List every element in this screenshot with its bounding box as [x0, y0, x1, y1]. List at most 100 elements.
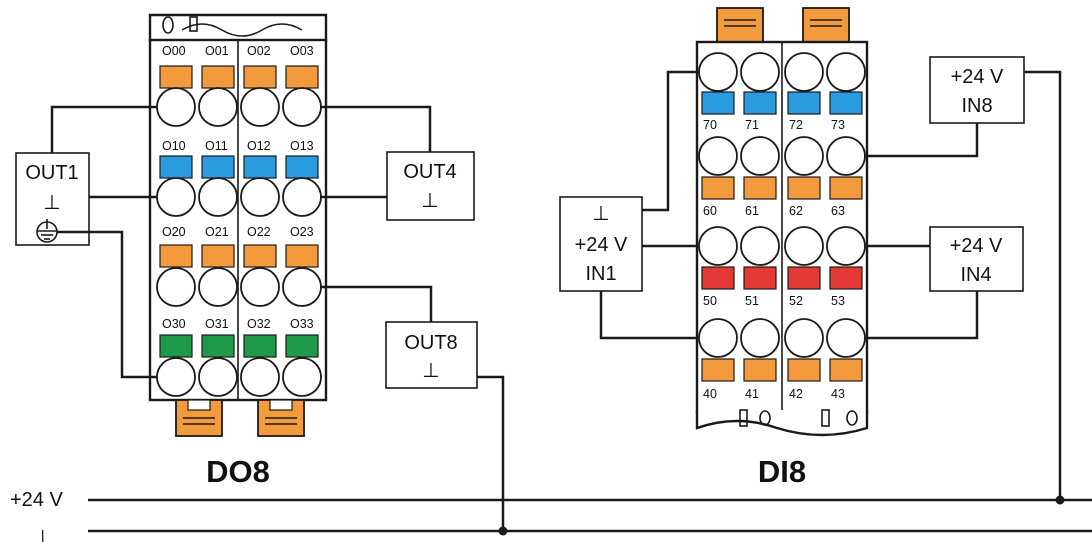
di8-terminal-60[interactable]	[698, 136, 738, 176]
do8-terminal-o12[interactable]	[240, 177, 280, 217]
do8-lever-o02[interactable]	[243, 65, 277, 89]
do8-lever-o00[interactable]	[159, 65, 193, 89]
di8-lever-62[interactable]	[787, 176, 821, 200]
di8-terminal-62[interactable]	[784, 136, 824, 176]
di8-terminal-70[interactable]	[698, 52, 738, 92]
di8-label-42: 42	[789, 387, 803, 401]
do8-lever-o13[interactable]	[285, 155, 319, 179]
di8-latch-right	[802, 7, 850, 43]
di8-terminal-42[interactable]	[784, 318, 824, 358]
do8-terminal-o01[interactable]	[198, 87, 238, 127]
di8-label-71: 71	[745, 118, 759, 132]
do8-terminal-o11[interactable]	[198, 177, 238, 217]
do8-terminal-o20[interactable]	[156, 267, 196, 307]
do8-terminal-o30[interactable]	[156, 357, 196, 397]
di8-module: 70 71 72 73 60 61 62 63 50 51 52 53	[695, 7, 869, 489]
do8-terminal-o32[interactable]	[240, 357, 280, 397]
in8-label: IN8	[961, 95, 992, 117]
di8-lever-40[interactable]	[701, 358, 735, 382]
di8-terminal-71[interactable]	[740, 52, 780, 92]
di8-lever-42[interactable]	[787, 358, 821, 382]
out8-ground-symbol: ⊥	[422, 360, 439, 382]
wire-43-in4	[865, 291, 979, 340]
di8-lever-61[interactable]	[743, 176, 777, 200]
do8-lever-o11[interactable]	[201, 155, 235, 179]
do8-lever-o33[interactable]	[285, 334, 319, 358]
in4-label: IN4	[960, 264, 991, 286]
power-rails: +24 V ⊥	[10, 489, 1092, 542]
do8-terminal-o03[interactable]	[282, 87, 322, 127]
di8-lever-52[interactable]	[787, 266, 821, 290]
in4-supply-label: +24 V	[950, 235, 1003, 257]
ground-rail-label: ⊥	[34, 527, 51, 542]
do8-terminal-o22[interactable]	[240, 267, 280, 307]
di8-label-53: 53	[831, 294, 845, 308]
di8-terminal-61[interactable]	[740, 136, 780, 176]
di8-lever-73[interactable]	[829, 91, 863, 115]
do8-module-name: DO8	[206, 454, 270, 489]
do8-lever-o03[interactable]	[285, 65, 319, 89]
di8-lever-43[interactable]	[829, 358, 863, 382]
do8-terminal-o33[interactable]	[282, 357, 322, 397]
di8-lever-53[interactable]	[829, 266, 863, 290]
in1-ground-symbol: ⊥	[592, 203, 609, 225]
di8-terminal-72[interactable]	[784, 52, 824, 92]
di8-lever-72[interactable]	[787, 91, 821, 115]
do8-label-o32: O32	[247, 317, 271, 331]
do8-label-o20: O20	[162, 225, 186, 239]
di8-module-name: DI8	[758, 454, 806, 489]
di8-terminal-41[interactable]	[740, 318, 780, 358]
do8-terminal-o13[interactable]	[282, 177, 322, 217]
do8-lever-o10[interactable]	[159, 155, 193, 179]
di8-terminal-51[interactable]	[740, 226, 780, 266]
do8-lever-o22[interactable]	[243, 244, 277, 268]
do8-terminal-o02[interactable]	[240, 87, 280, 127]
do8-lever-o30[interactable]	[159, 334, 193, 358]
di8-latch-left	[716, 7, 764, 43]
di8-terminal-43[interactable]	[826, 318, 866, 358]
di8-lever-60[interactable]	[701, 176, 735, 200]
di8-label-63: 63	[831, 204, 845, 218]
do8-lever-o31[interactable]	[201, 334, 235, 358]
out1-box: OUT1 ⊥	[15, 152, 90, 246]
do8-label-o00: O00	[162, 44, 186, 58]
di8-terminal-73[interactable]	[826, 52, 866, 92]
di8-lever-51[interactable]	[743, 266, 777, 290]
di8-label-40: 40	[703, 387, 717, 401]
di8-lever-70[interactable]	[701, 91, 735, 115]
di8-lever-50[interactable]	[701, 266, 735, 290]
do8-label-o02: O02	[247, 44, 271, 58]
do8-label-o31: O31	[205, 317, 229, 331]
in8-box: +24 V IN8	[929, 56, 1025, 124]
di8-terminal-40[interactable]	[698, 318, 738, 358]
di8-lever-63[interactable]	[829, 176, 863, 200]
do8-lever-o21[interactable]	[201, 244, 235, 268]
di8-lever-71[interactable]	[743, 91, 777, 115]
do8-lever-o12[interactable]	[243, 155, 277, 179]
in1-box: ⊥ +24 V IN1	[559, 196, 643, 292]
do8-lever-o32[interactable]	[243, 334, 277, 358]
di8-terminal-63[interactable]	[826, 136, 866, 176]
di8-label-70: 70	[703, 118, 717, 132]
do8-lever-o20[interactable]	[159, 244, 193, 268]
di8-terminal-52[interactable]	[784, 226, 824, 266]
do8-terminal-o10[interactable]	[156, 177, 196, 217]
wire-63-in8	[865, 123, 979, 158]
di8-terminal-53[interactable]	[826, 226, 866, 266]
di8-terminal-50[interactable]	[698, 226, 738, 266]
do8-lever-o01[interactable]	[201, 65, 235, 89]
do8-terminal-o23[interactable]	[282, 267, 322, 307]
do8-terminal-o21[interactable]	[198, 267, 238, 307]
do8-terminal-o31[interactable]	[198, 357, 238, 397]
wire-o23-out8	[320, 285, 433, 322]
di8-lever-41[interactable]	[743, 358, 777, 382]
junction-dot-in8	[1055, 495, 1065, 505]
out8-box: OUT8 ⊥	[385, 321, 478, 389]
out8-label: OUT8	[404, 332, 457, 354]
di8-label-50: 50	[703, 294, 717, 308]
do8-lever-o23[interactable]	[285, 244, 319, 268]
di8-label-62: 62	[789, 204, 803, 218]
out4-ground-symbol: ⊥	[421, 190, 438, 212]
do8-terminal-o00[interactable]	[156, 87, 196, 127]
